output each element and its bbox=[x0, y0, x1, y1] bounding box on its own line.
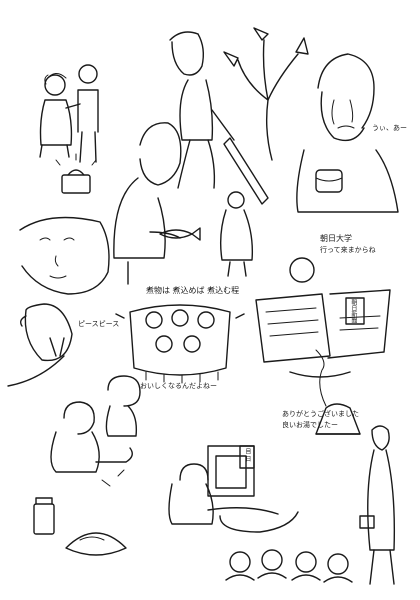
asahi-caption-line1: 朝日大学 bbox=[320, 234, 352, 243]
cake-man bbox=[296, 53, 399, 213]
orchid-flower bbox=[223, 27, 309, 161]
walking-man bbox=[169, 31, 269, 205]
tv-scene bbox=[168, 445, 299, 533]
elderly-couple bbox=[39, 64, 99, 163]
peace-woman bbox=[7, 303, 73, 387]
thanks-caption-line1: ありがとうございました bbox=[282, 410, 359, 418]
stew-pot bbox=[115, 304, 245, 384]
basket bbox=[55, 153, 97, 194]
standing-woman bbox=[359, 425, 396, 585]
asahi-caption-line2: 行って来まからね bbox=[320, 246, 376, 254]
thanks-caption-line2: 良いお湯でしたー bbox=[282, 421, 338, 429]
newspaper-name: 朝日新聞 bbox=[349, 299, 357, 323]
sigh-caption: うぃ、あー bbox=[372, 124, 407, 132]
jar-and-bread bbox=[33, 497, 127, 556]
fish-man bbox=[113, 122, 201, 285]
peace-caption: ピースピース bbox=[78, 320, 120, 328]
delicious-caption: おいしくなるんだよねー bbox=[140, 382, 217, 390]
seated-girl bbox=[50, 375, 141, 487]
bathers bbox=[225, 549, 353, 583]
coat-figure bbox=[219, 191, 254, 277]
stew-caption: 煮物は 煮込めば 煮込む程 bbox=[146, 286, 240, 295]
dotted-face bbox=[19, 216, 110, 295]
newspaper-reader bbox=[255, 257, 391, 378]
tv-sign: 目 日 bbox=[243, 448, 251, 462]
steaming-kettle bbox=[315, 349, 361, 435]
